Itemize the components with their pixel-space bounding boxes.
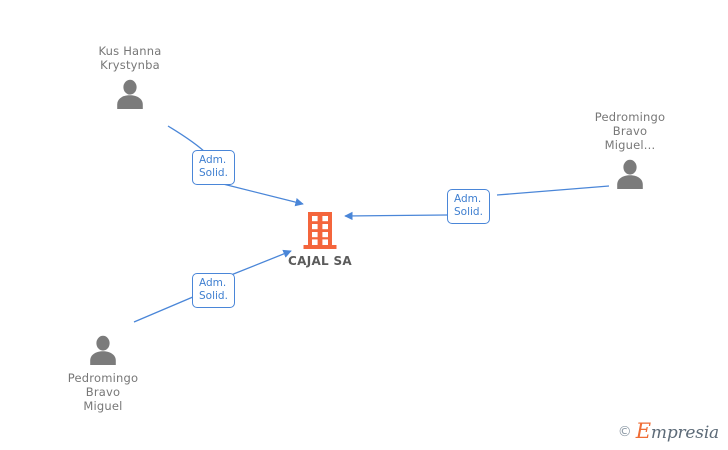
relation-badge-kus-hanna[interactable]: Adm. Solid. [192, 150, 235, 185]
edge-badge-to-company-topleft [214, 181, 304, 207]
empresia-watermark: © Empresia [618, 421, 719, 442]
copyright-symbol: © [617, 423, 632, 440]
company-label: CAJAL SA [288, 254, 352, 268]
brand-initial: E [635, 419, 651, 443]
person-label: Kus Hanna Krystynba [98, 44, 162, 72]
person-node-kus-hanna-krystynba[interactable]: Kus Hanna Krystynba [55, 44, 205, 109]
person-label: Pedromingo Bravo Miguel [67, 371, 139, 413]
person-icon [617, 159, 643, 189]
edge-pedromingo-right-to-badge [496, 185, 610, 196]
person-icon [90, 335, 116, 365]
company-node-cajal-sa[interactable]: CAJAL SA [245, 212, 395, 268]
person-node-pedromingo-bravo-miguel-right[interactable]: Pedromingo Bravo Miguel... [555, 110, 705, 189]
edge-badge-to-company-right [344, 211, 448, 221]
brand-rest: mpresia [650, 423, 719, 443]
brand-wordmark: Empresia [636, 421, 719, 442]
relation-badge-pedromingo-bottom[interactable]: Adm. Solid. [192, 273, 235, 308]
edge-badge-to-company-bottomleft [230, 249, 292, 276]
person-label: Pedromingo Bravo Miguel... [594, 110, 666, 152]
building-icon [303, 212, 337, 249]
person-node-pedromingo-bravo-miguel-bottom[interactable]: Pedromingo Bravo Miguel [28, 335, 178, 413]
person-icon [117, 79, 143, 109]
relation-badge-pedromingo-right[interactable]: Adm. Solid. [447, 189, 490, 224]
